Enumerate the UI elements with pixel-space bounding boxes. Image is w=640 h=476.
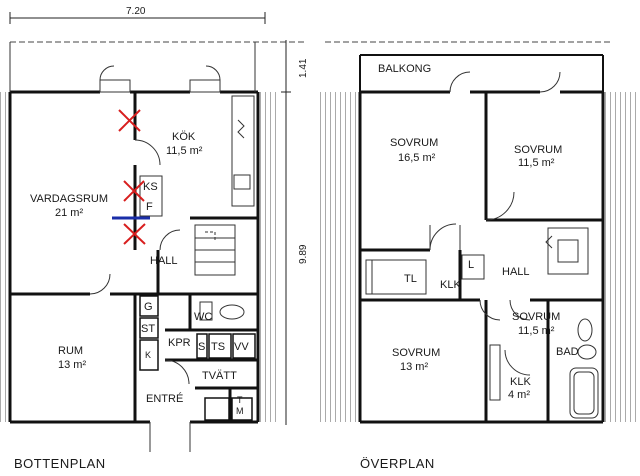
s-label: S	[198, 341, 205, 353]
ground-hall-label: HALL	[150, 255, 178, 267]
bath-label: BAD	[556, 346, 579, 358]
balcony-label: BALKONG	[378, 63, 431, 75]
vv-label: VV	[234, 341, 249, 353]
upper-floor-caption: ÖVERPLAN	[360, 456, 435, 471]
living-room-label: VARDAGSRUM	[30, 193, 108, 205]
storage-boxes	[139, 295, 256, 421]
f-label: F	[146, 201, 153, 213]
klk2-area: 4 m²	[508, 389, 530, 401]
k-label: K	[145, 350, 151, 360]
bedroom3-label: SOVRUM	[512, 311, 560, 323]
bedroom4-label: SOVRUM	[392, 347, 440, 359]
bedroom3-area: 11,5 m²	[518, 325, 555, 337]
l-label: L	[468, 259, 474, 271]
wc-fixtures	[199, 301, 245, 321]
bedroom2-area: 11,5 m²	[518, 157, 555, 169]
room-area: 13 m²	[58, 359, 86, 371]
laundry-door	[164, 359, 190, 385]
upper-walls	[358, 54, 605, 424]
ground-floor-caption: BOTTENPLAN	[14, 456, 106, 471]
upper-left-party-wall	[320, 92, 360, 422]
kitchen-label: KÖK	[172, 131, 196, 143]
kitchen-area: 11,5 m²	[166, 145, 203, 157]
upper-floor-plan: BALKONG SOVRUM 16,5 m² SOVRUM 11,5 m² SO…	[320, 41, 640, 471]
entry-label: ENTRÉ	[146, 392, 183, 405]
red-cross-marker	[118, 109, 141, 132]
m-label: M	[236, 406, 244, 416]
ground-stair	[194, 224, 236, 276]
t-label: T	[237, 395, 243, 405]
total-depth-label: 9.89	[298, 244, 309, 264]
top-depth-label: 1.41	[298, 58, 309, 78]
width-dimension-label: 7.20	[126, 6, 146, 17]
g-label: G	[144, 301, 153, 313]
upper-doors	[429, 71, 561, 376]
wc-label: WC	[194, 311, 212, 323]
right-party-wall	[258, 92, 278, 422]
ground-doors	[89, 139, 191, 452]
ground-floor-plan: 7.20 1.41 9.89	[0, 6, 309, 471]
ts-label: TS	[211, 341, 225, 353]
bedroom1-label: SOVRUM	[390, 137, 438, 149]
st-label: ST	[141, 323, 155, 335]
bedroom1-area: 16,5 m²	[398, 152, 436, 164]
ground-top-windows	[99, 65, 221, 93]
red-cross-marker	[123, 180, 145, 202]
tl-label: TL	[404, 273, 417, 285]
upper-hall-label: HALL	[502, 266, 530, 278]
ks-label: KS	[143, 181, 158, 193]
upper-stair	[365, 227, 589, 295]
demolition-markers	[118, 109, 146, 245]
bedroom4-area: 13 m²	[400, 361, 428, 373]
kpr-label: KPR	[168, 337, 191, 349]
klk2-label: KLK	[510, 376, 531, 388]
room-label: RUM	[58, 345, 83, 357]
bath-fixtures	[489, 318, 599, 419]
left-party-wall	[0, 92, 10, 422]
klk1-label: KLK	[440, 279, 461, 291]
red-cross-marker	[123, 223, 146, 245]
laundry-label: TVÄTT	[202, 370, 237, 382]
depth-dimension: 1.41 9.89	[281, 40, 309, 425]
living-room-area: 21 m²	[55, 207, 83, 219]
upper-right-party-wall	[603, 92, 640, 422]
bedroom2-label: SOVRUM	[514, 144, 562, 156]
width-dimension: 7.20	[9, 6, 266, 24]
